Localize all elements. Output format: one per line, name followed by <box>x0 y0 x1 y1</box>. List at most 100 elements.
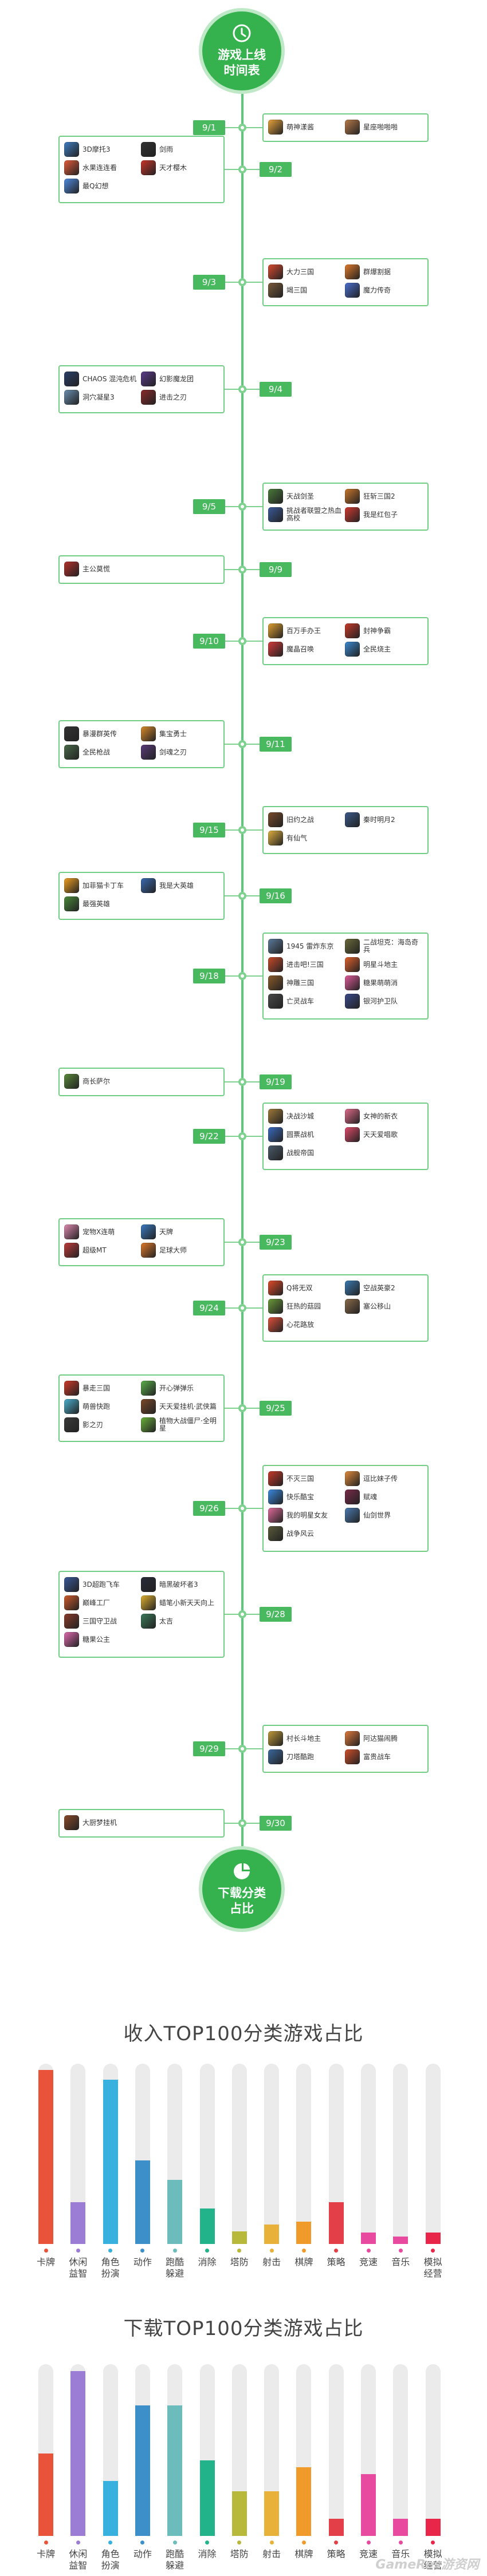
game-item[interactable]: 不灭三国 <box>268 1469 345 1488</box>
game-item[interactable]: 暴漫群英传 <box>64 725 141 743</box>
game-item[interactable]: 剑雨 <box>141 140 218 159</box>
game-item[interactable]: 富贵战车 <box>345 1748 422 1766</box>
game-item[interactable]: 最Q幻想 <box>64 177 141 195</box>
bar-marker-dot <box>269 2249 274 2253</box>
game-item[interactable]: 女神的新衣 <box>345 1107 422 1125</box>
game-item[interactable]: 我是红包子 <box>345 505 422 524</box>
game-item[interactable]: 魔力传奇 <box>345 281 422 299</box>
game-item[interactable]: 二战坦克：海岛奇兵 <box>345 937 422 955</box>
game-item[interactable]: 快乐酷宝 <box>268 1488 345 1506</box>
game-item[interactable]: 萌神漾酱 <box>268 118 345 136</box>
bar-marker-dot <box>205 2249 209 2253</box>
game-item[interactable]: 3D超跑飞车 <box>64 1575 141 1594</box>
game-item[interactable]: 天天爱挂机·武侠篇 <box>141 1397 218 1416</box>
game-item[interactable]: 全民枪战 <box>64 743 141 761</box>
game-item[interactable]: 刀塔酷跑 <box>268 1748 345 1766</box>
game-item[interactable]: 有仙气 <box>268 829 345 847</box>
game-item[interactable]: 空战英豪2 <box>345 1279 422 1297</box>
game-icon <box>141 1224 156 1239</box>
game-item[interactable]: 狂热的菇园 <box>268 1297 345 1315</box>
game-item[interactable]: Q将无双 <box>268 1279 345 1297</box>
bar-category-label: 卡牌 <box>36 2257 55 2267</box>
date-tag: 9/10 <box>193 634 225 649</box>
game-icon <box>64 1074 79 1089</box>
game-item[interactable]: 仙剑世界 <box>345 1506 422 1524</box>
game-item[interactable]: 天才樱木 <box>141 159 218 177</box>
game-item[interactable]: 超级MT <box>64 1241 141 1259</box>
game-item[interactable]: 幻影魔龙团 <box>141 370 218 388</box>
game-item[interactable]: 村长斗地主 <box>268 1729 345 1748</box>
game-item[interactable]: 圆票战机 <box>268 1125 345 1144</box>
game-item[interactable]: 商长萨尔 <box>64 1072 141 1091</box>
game-item[interactable]: 明星斗地主 <box>345 955 422 974</box>
game-item[interactable]: 大厨梦挂机 <box>64 1814 141 1832</box>
game-item[interactable]: 天天爱唱歌 <box>345 1125 422 1144</box>
game-item[interactable]: 剑魂之刃 <box>141 743 218 761</box>
game-item[interactable]: 决战沙城 <box>268 1107 345 1125</box>
game-item[interactable]: 战争风云 <box>268 1524 345 1543</box>
game-item[interactable]: 竭三国 <box>268 281 345 299</box>
game-item[interactable]: 最强英雄 <box>64 895 141 913</box>
game-icon <box>345 975 360 990</box>
game-item[interactable]: 神雕三国 <box>268 974 345 992</box>
game-item[interactable]: 封神争霸 <box>345 622 422 640</box>
game-item[interactable]: 狂斩三国2 <box>345 487 422 505</box>
game-item[interactable]: 星座啪啪啪 <box>345 118 422 136</box>
game-item[interactable]: 亡灵战车 <box>268 992 345 1010</box>
game-item[interactable]: 暴走三国 <box>64 1379 141 1397</box>
game-item[interactable]: 逗比妹子传 <box>345 1469 422 1488</box>
game-item[interactable]: 植物大战僵尸·全明星 <box>141 1416 218 1434</box>
game-item[interactable]: 塞公移山 <box>345 1297 422 1315</box>
game-item[interactable]: 三国守卫战 <box>64 1612 141 1630</box>
game-item[interactable]: 主公莫慌 <box>64 560 141 578</box>
game-item[interactable]: 巅峰工厂 <box>64 1594 141 1612</box>
game-item[interactable]: 阿达猫闹腾 <box>345 1729 422 1748</box>
game-item[interactable]: 秦时明月2 <box>345 811 422 829</box>
timeline-node <box>238 1504 246 1512</box>
game-item[interactable]: CHAOS 混沌危机 <box>64 370 141 388</box>
game-icon <box>64 1614 79 1629</box>
game-item[interactable]: 我的明星女友 <box>268 1506 345 1524</box>
game-item[interactable]: 萌兽快跑 <box>64 1397 141 1416</box>
game-item[interactable]: 影之刃 <box>64 1416 141 1434</box>
game-icon <box>268 1299 283 1314</box>
game-item[interactable]: 挑战者联盟之热血高校 <box>268 505 345 524</box>
game-item[interactable]: 旧约之战 <box>268 811 345 829</box>
game-item[interactable]: 太吉 <box>141 1612 218 1630</box>
game-item[interactable]: 我是大英雄 <box>141 876 218 895</box>
game-item[interactable]: 开心弹弹乐 <box>141 1379 218 1397</box>
game-icon <box>268 1508 283 1523</box>
game-item[interactable]: 群爆割据 <box>345 263 422 281</box>
game-item[interactable]: 加菲猫卡丁车 <box>64 876 141 895</box>
game-item[interactable]: 心花路放 <box>268 1315 345 1334</box>
game-item[interactable]: 1945 雷炸东京 <box>268 937 345 955</box>
bar-category-label: 消除 <box>198 2549 217 2559</box>
game-item[interactable]: 战舰帝国 <box>268 1144 345 1162</box>
bar-category-label: 休闲 益智 <box>69 2549 88 2571</box>
game-item[interactable]: 大力三国 <box>268 263 345 281</box>
game-item[interactable]: 进击之刃 <box>141 388 218 406</box>
game-item[interactable]: 洞穴凝星3 <box>64 388 141 406</box>
game-item[interactable]: 全民烧主 <box>345 640 422 658</box>
game-item[interactable]: 糖果公主 <box>64 1630 141 1649</box>
game-item[interactable]: 糖果萌萌消 <box>345 974 422 992</box>
game-item[interactable]: 集宝勇士 <box>141 725 218 743</box>
game-name: 银河护卫队 <box>363 997 398 1005</box>
game-item[interactable]: 魔晶召唤 <box>268 640 345 658</box>
game-item[interactable]: 赋魂 <box>345 1488 422 1506</box>
timeline-card: 商长萨尔 <box>58 1068 225 1096</box>
game-item[interactable]: 进击吧!三国 <box>268 955 345 974</box>
game-name: 女神的新衣 <box>363 1112 398 1120</box>
game-item[interactable]: 宠物X连萌 <box>64 1223 141 1241</box>
game-item[interactable]: 天牌 <box>141 1223 218 1241</box>
game-item[interactable]: 蜡笔小新天天向上 <box>141 1594 218 1612</box>
game-item[interactable]: 银河护卫队 <box>345 992 422 1010</box>
game-item[interactable]: 水果连连看 <box>64 159 141 177</box>
game-item[interactable]: 暗黑破坏者3 <box>141 1575 218 1594</box>
game-item[interactable]: 足球大师 <box>141 1241 218 1259</box>
game-item[interactable]: 3D摩托3 <box>64 140 141 159</box>
game-item[interactable]: 天战剑圣 <box>268 487 345 505</box>
game-item[interactable]: 百万手办王 <box>268 622 345 640</box>
game-icon <box>64 726 79 741</box>
bar-category-label: 消除 <box>198 2257 217 2267</box>
